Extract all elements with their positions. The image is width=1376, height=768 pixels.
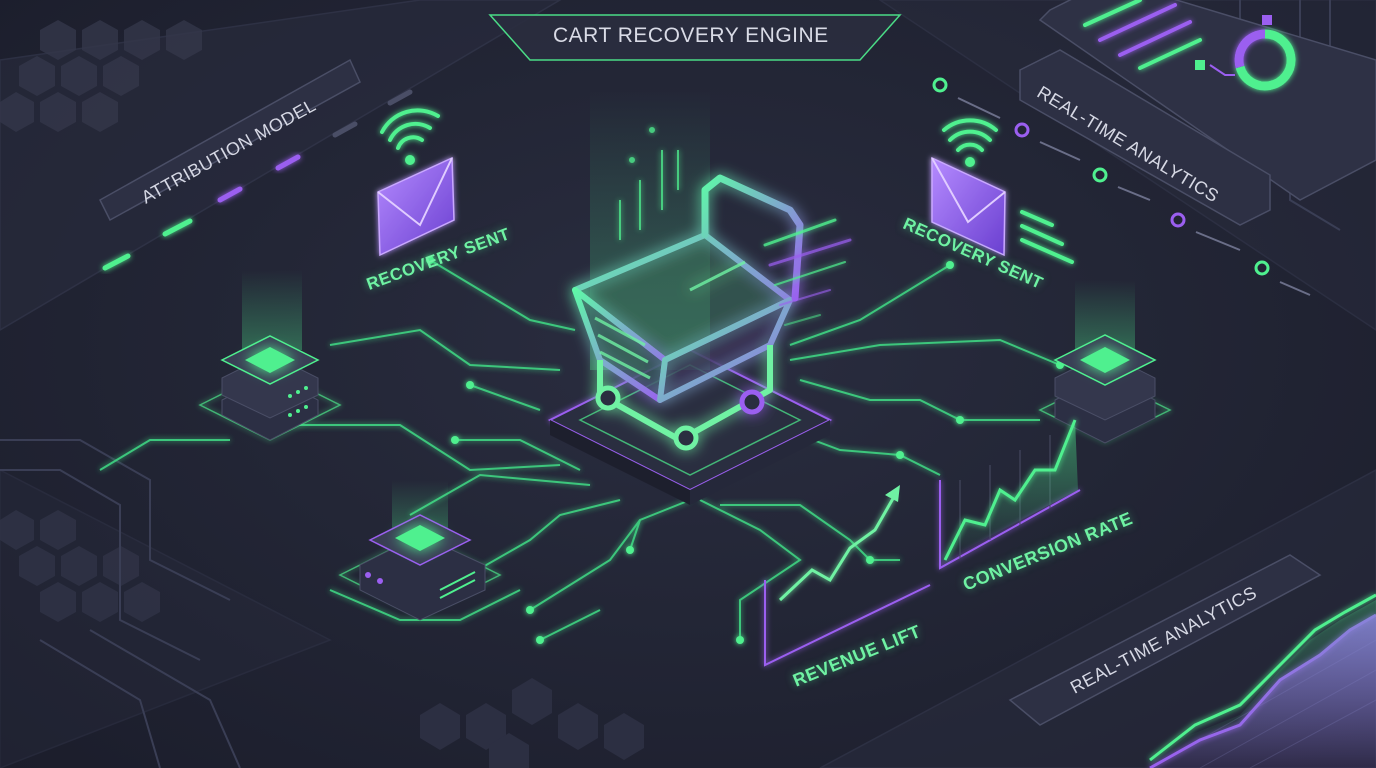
envelope-icon-right [931, 156, 1006, 257]
server-icon-bottom-left [338, 480, 502, 621]
wifi-icon-right [942, 118, 998, 167]
hexagon-pattern-top-left [0, 20, 202, 132]
donut-chart-icon [1234, 29, 1296, 91]
attribution-model-panel [99, 58, 413, 271]
page-title: CART RECOVERY ENGINE [553, 24, 829, 47]
line-chart-bottom-right [1149, 593, 1376, 768]
server-icon-left [198, 270, 342, 441]
envelope-icon-left [377, 156, 455, 257]
line-chart-icon [939, 419, 1081, 570]
title-plate [488, 14, 902, 61]
central-platform [547, 348, 833, 505]
text-lines-icon-right [1020, 210, 1074, 264]
analytics-card-top-right [1038, 0, 1376, 201]
realtime-analytics-panel-bottom [1008, 554, 1322, 726]
realtime-analytics-panel-top [932, 49, 1311, 296]
wifi-icon-left [380, 108, 440, 165]
cart-motion-streaks [763, 218, 852, 326]
hexagon-pattern-bottom-center [420, 678, 644, 768]
server-icon-right [1038, 280, 1172, 444]
mini-metric-list [932, 77, 1311, 296]
beam-particles [619, 127, 679, 240]
shopping-cart-icon [572, 174, 804, 451]
bar-chart-icon [764, 485, 931, 667]
